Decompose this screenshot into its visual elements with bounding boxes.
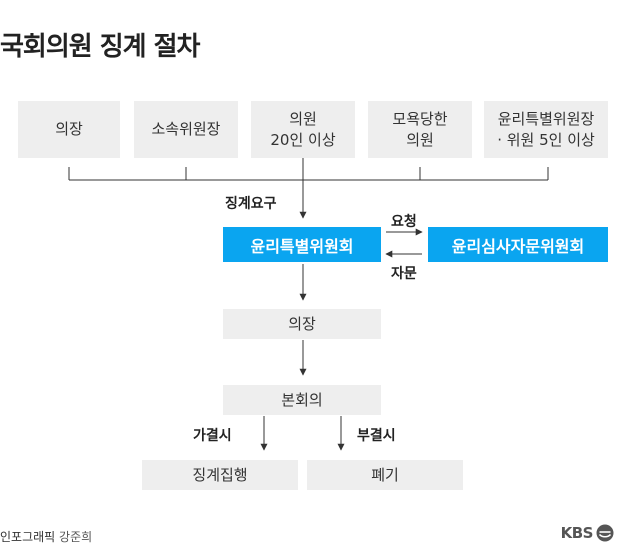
node-discard: 폐기 [307,460,463,490]
initiator-label-line1: 의원 [289,109,317,128]
credit-name: 강준희 [59,530,93,544]
initiator-insulted-member: 모욕당한 의원 [368,101,472,158]
initiator-label-line1: 윤리특별위원장 [497,109,595,128]
initiator-committee-chair: 소속위원장 [134,101,238,158]
initiator-label-line2: 의원 [406,130,434,149]
node-plenary: 본회의 [223,385,381,415]
node-ethics-committee: 윤리특별위원회 [223,227,381,262]
credit-label: 인포그래픽 [0,530,56,544]
initiator-label: 의장 [55,120,83,138]
initiator-label-line2: 20인 이상 [270,130,336,149]
node-ethics-review-committee: 윤리심사자문위원회 [428,227,608,262]
logo-text: KBS [560,524,594,542]
initiator-label-line1: 모욕당한 [392,109,448,128]
initiator-ethics-chair: 윤리특별위원장 · 위원 5인 이상 [484,101,608,158]
label-consult: 자문 [391,266,417,282]
label-ask: 요청 [391,214,417,230]
node-execute-discipline: 징계집행 [142,460,298,490]
page-title: 국회의원 징계 절차 [0,32,200,62]
kbs-emblem-icon [596,524,614,542]
footer-credit: 인포그래픽 강준희 [0,528,92,545]
initiator-label: 소속위원장 [151,120,221,138]
label-rejected: 부결시 [357,428,396,444]
label-request: 징계요구 [225,196,277,212]
label-approved: 가결시 [193,428,232,444]
initiator-20-members: 의원 20인 이상 [251,101,355,158]
initiator-label-line2: · 위원 5인 이상 [497,130,595,149]
kbs-logo: KBS [561,524,614,542]
node-speaker: 의장 [223,309,381,339]
initiator-speaker: 의장 [18,101,120,158]
